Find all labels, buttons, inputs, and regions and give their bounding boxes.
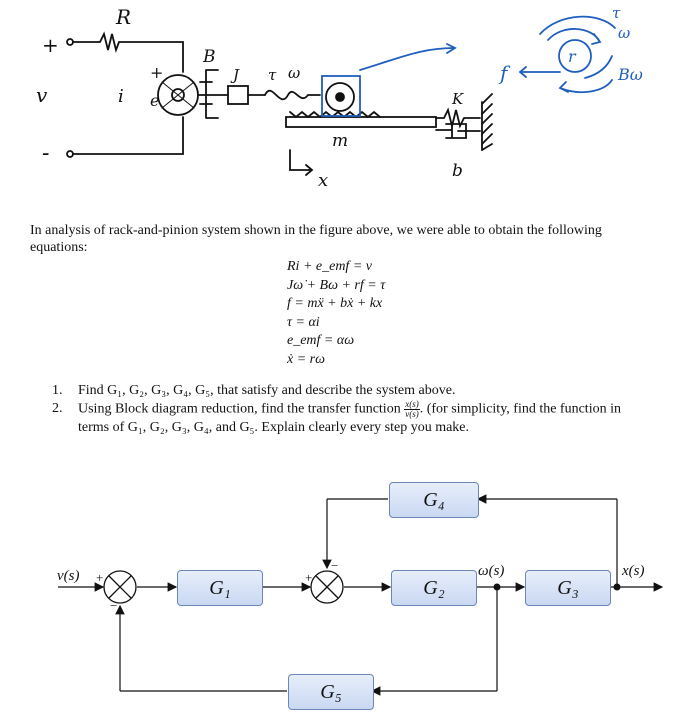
label-plus: + [42, 33, 59, 57]
equations: Ri + e_emf = v Jω̇ + Bω + rf = τ f = mẍ … [287, 258, 385, 369]
label-tau2: τ [612, 4, 621, 22]
fraction-numerator: x(s) [404, 399, 420, 410]
block-G4: G₄ [389, 482, 479, 518]
pickoff-point-x [613, 583, 621, 591]
label-e: e [150, 91, 159, 110]
label-B: B [202, 47, 216, 67]
question-2-text-before: Using Block diagram reduction, find the … [78, 401, 401, 417]
fraction-denominator: v(s) [405, 409, 419, 419]
label-Bw: Bω [617, 65, 643, 84]
question-1-number: 1. [52, 383, 63, 398]
question-2-text-after: . (for simplicity, find the function in … [78, 401, 621, 435]
label-v: v [36, 83, 48, 107]
block-G2: G₂ [391, 570, 477, 606]
equation-5: e_emf = αω [287, 333, 355, 348]
label-K: K [451, 90, 464, 108]
label-f: f [498, 61, 511, 85]
block-G5: G₅ [288, 674, 374, 710]
block-G3-label: G₃ [557, 576, 579, 599]
label-m: m [332, 131, 348, 151]
question-1-text: Find G₁, G₂, G₃, G₄, G₅, that satisfy an… [78, 383, 456, 398]
equation-1: Ri + e_emf = v [287, 259, 372, 274]
label-omega: ω [288, 64, 300, 82]
transfer-function-fraction: x(s) v(s) [404, 400, 420, 419]
block-G1: G₁ [177, 570, 263, 606]
sum-junction-2 [310, 570, 344, 604]
question-1: 1. Find G₁, G₂, G₃, G₄, G₅, that satisfy… [52, 382, 652, 400]
label-e-plus: + [150, 63, 163, 82]
block-G4-label: G₄ [423, 488, 445, 511]
sum2-top-sign: − [331, 558, 338, 573]
pickoff-point-omega [493, 583, 501, 591]
label-omega2: ω [618, 24, 630, 42]
sum1-minus-sign: − [110, 598, 117, 613]
problem-intro: In analysis of rack-and-pinion system sh… [30, 223, 602, 255]
sum1-plus-sign: + [96, 570, 103, 585]
sum2-plus-sign: + [305, 570, 312, 585]
signal-omega-label: ω(s) [478, 563, 505, 579]
sum-junction-1 [103, 570, 137, 604]
rack-pinion-sketch: R + - v i + e B J τ ω m K b x f r Bω τ ω [36, 4, 643, 191]
label-i: i [118, 86, 124, 107]
block-G1-label: G₁ [209, 576, 231, 599]
block-G3: G₃ [525, 570, 611, 606]
label-R: R [115, 5, 131, 29]
signal-input-label: v(s) [57, 568, 80, 584]
question-list: 1. Find G₁, G₂, G₃, G₄, G₅, that satisfy… [52, 382, 652, 437]
label-minus: - [42, 141, 49, 166]
label-b: b [452, 161, 463, 181]
signal-output-label: x(s) [622, 563, 645, 579]
block-G2-label: G₂ [423, 576, 445, 599]
block-G5-label: G₅ [320, 680, 342, 703]
equation-6: ẋ = rω [287, 351, 325, 367]
equation-4: τ = αi [287, 314, 320, 330]
equation-3: f = mẍ + bẋ + kx [287, 296, 383, 311]
equation-2: Jω̇ + Bω + rf = τ [287, 277, 386, 293]
question-2-number: 2. [52, 401, 63, 416]
question-2: 2. Using Block diagram reduction, find t… [52, 400, 652, 437]
label-J: J [230, 66, 240, 84]
label-tau: τ [268, 66, 277, 84]
block-diagram-lines: + − + − [58, 494, 664, 696]
label-r: r [568, 47, 577, 66]
label-x: x [318, 170, 328, 191]
